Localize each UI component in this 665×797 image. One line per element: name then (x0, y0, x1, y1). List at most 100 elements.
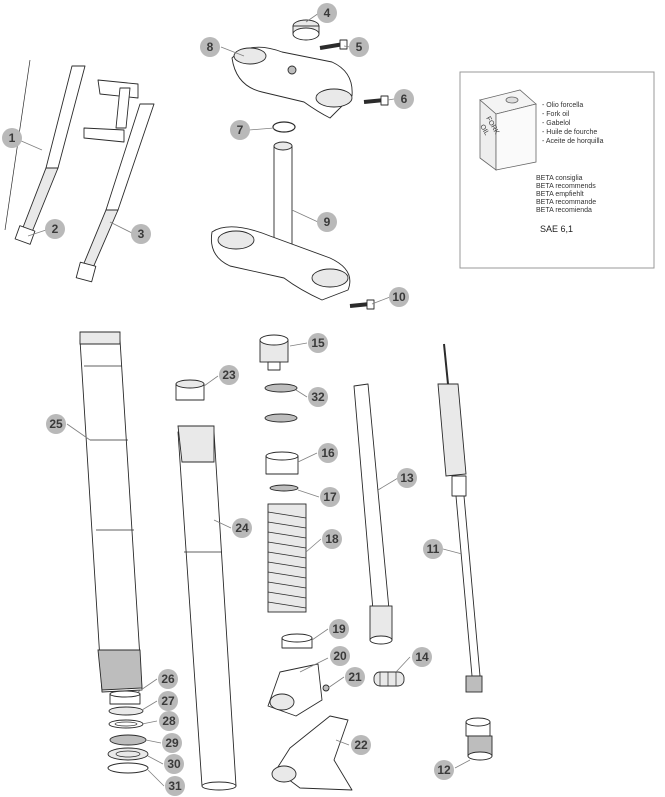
callout-24: 24 (232, 518, 252, 538)
oil-recommendation-legend: FORK OIL - Olio forcella - Fork oil - Ga… (459, 71, 655, 269)
callout-30: 30 (164, 754, 184, 774)
part-13-damper-tube (353, 383, 393, 645)
part-3-fork-assembly (75, 79, 155, 283)
svg-text:28: 28 (162, 714, 176, 728)
part-20-axle-bracket (267, 663, 323, 717)
svg-text:8: 8 (207, 40, 214, 54)
callout-20: 20 (330, 646, 350, 666)
callout-27: 27 (158, 691, 178, 711)
oil-name-de: - Gabelol (542, 120, 571, 127)
part-32-washers (264, 383, 298, 423)
svg-text:20: 20 (333, 649, 347, 663)
svg-text:2: 2 (52, 222, 59, 236)
part-22-lower-bracket (271, 715, 353, 791)
part-31-ring (107, 762, 149, 774)
callout-11: 11 (423, 539, 443, 559)
callout-9: 9 (317, 212, 337, 232)
oil-name-en: - Fork oil (542, 111, 570, 118)
svg-text:12: 12 (437, 763, 451, 777)
oil-name-it: - Olio forcella (542, 102, 583, 109)
svg-text:32: 32 (311, 390, 325, 404)
callout-3: 3 (131, 224, 151, 244)
svg-text:5: 5 (356, 40, 363, 54)
oil-name-fr: - Huile de fourche (542, 129, 597, 136)
callout-22: 22 (351, 735, 371, 755)
svg-text:6: 6 (401, 92, 408, 106)
callout-25: 25 (46, 414, 66, 434)
part-1-fork-leg-left (4, 59, 86, 245)
part-4-nut (292, 19, 320, 41)
part-11-cartridge-rod (437, 343, 483, 693)
callout-7: 7 (230, 120, 250, 140)
callout-28: 28 (159, 711, 179, 731)
part-12-valve (465, 717, 493, 761)
svg-text:31: 31 (168, 779, 182, 793)
svg-text:27: 27 (161, 694, 175, 708)
callout-18: 18 (322, 529, 342, 549)
svg-text:21: 21 (348, 670, 362, 684)
callout-13: 13 (397, 468, 417, 488)
callout-23: 23 (219, 365, 239, 385)
part-19-bushing (281, 633, 313, 649)
callout-26: 26 (158, 669, 178, 689)
svg-text:19: 19 (332, 622, 346, 636)
svg-text:7: 7 (237, 123, 244, 137)
fork-oil-can-icon: FORK OIL (478, 89, 537, 171)
callout-12: 12 (434, 760, 454, 780)
callout-5: 5 (349, 37, 369, 57)
svg-text:9: 9 (324, 215, 331, 229)
callout-17: 17 (320, 487, 340, 507)
part-7-o-ring (272, 121, 296, 133)
part-24-inner-tube (177, 425, 237, 791)
svg-text:18: 18 (325, 532, 339, 546)
part-23-bushing (175, 379, 205, 401)
callout-19: 19 (329, 619, 349, 639)
recommend-es: BETA recomienda (536, 207, 592, 214)
svg-text:10: 10 (392, 290, 406, 304)
callout-32: 32 (308, 387, 328, 407)
callout-6: 6 (394, 89, 414, 109)
callout-29: 29 (162, 733, 182, 753)
callout-14: 14 (412, 647, 432, 667)
svg-text:17: 17 (323, 490, 337, 504)
svg-text:23: 23 (222, 368, 236, 382)
svg-text:26: 26 (161, 672, 175, 686)
part-16-spacer (265, 451, 299, 475)
recommend-en: BETA recommends (536, 183, 596, 190)
svg-text:1: 1 (9, 131, 16, 145)
svg-text:11: 11 (427, 542, 440, 556)
part-8-upper-triple-clamp (231, 46, 353, 119)
svg-text:29: 29 (165, 736, 179, 750)
part-28-seal (108, 719, 144, 729)
part-30-dust-seal (107, 747, 149, 761)
svg-text:24: 24 (235, 521, 249, 535)
callout-8: 8 (200, 37, 220, 57)
callout-2: 2 (45, 219, 65, 239)
svg-text:16: 16 (321, 446, 335, 460)
callout-10: 10 (389, 287, 409, 307)
recommend-fr: BETA recommande (536, 199, 596, 206)
svg-text:25: 25 (49, 417, 63, 431)
part-6-bolt (363, 95, 389, 106)
callout-1: 1 (2, 128, 22, 148)
recommend-de: BETA empfiehlt (536, 191, 584, 198)
recommend-it: BETA consiglia (536, 175, 583, 182)
part-29-clip (109, 734, 147, 746)
callout-31: 31 (165, 776, 185, 796)
svg-text:13: 13 (400, 471, 414, 485)
oil-spec: SAE 6,1 (540, 224, 573, 234)
svg-text:3: 3 (138, 227, 145, 241)
part-27-washer (108, 706, 144, 716)
part-5-bolt (319, 39, 348, 50)
oil-name-es: - Aceite de horquilla (542, 138, 604, 145)
part-21-screw (322, 684, 330, 692)
callout-4: 4 (317, 3, 337, 23)
part-9-lower-triple-clamp (210, 141, 351, 301)
callout-15: 15 (308, 333, 328, 353)
svg-text:4: 4 (324, 6, 331, 20)
svg-text:22: 22 (354, 738, 368, 752)
part-18-spring (267, 503, 307, 613)
callout-21: 21 (345, 667, 365, 687)
part-17-washer (269, 484, 299, 492)
